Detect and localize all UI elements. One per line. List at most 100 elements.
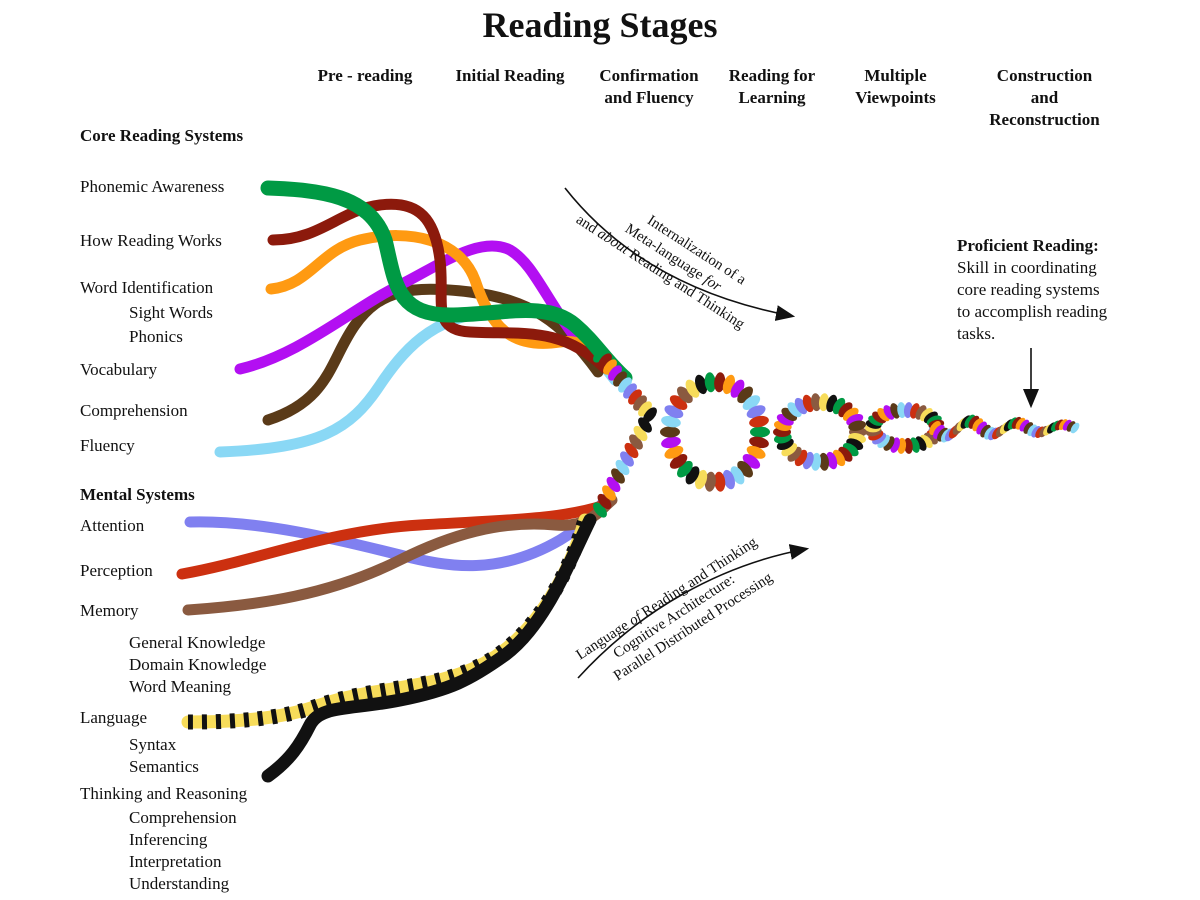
rope-segment <box>923 411 938 424</box>
rope-segment <box>661 436 681 449</box>
rope-segment <box>923 432 938 445</box>
rope-segment <box>722 469 735 490</box>
mental-systems-heading: Mental Systems <box>80 485 195 504</box>
sublabel-phonics: Phonics <box>129 327 183 346</box>
rope-segment <box>603 359 617 375</box>
strand-language-stripes <box>187 517 593 730</box>
sublabel-interpretation: Interpretation <box>129 852 222 871</box>
rope-segment <box>1023 422 1034 434</box>
proficient-reading-line: Skill in coordinating <box>957 258 1097 277</box>
rope-segment <box>811 393 822 412</box>
rope-segment <box>737 386 753 404</box>
rope-segment <box>749 436 769 449</box>
rope-segment <box>611 468 625 484</box>
stage-pre-reading: Pre - reading <box>317 66 413 85</box>
sublabel-word-meaning: Word Meaning <box>129 677 232 696</box>
rope-segment <box>695 374 708 395</box>
label-thinking-reasoning: Thinking and Reasoning <box>80 784 248 803</box>
rope-segment <box>787 402 802 418</box>
rope-segment <box>1070 422 1080 434</box>
proficient-reading-line: core reading systems <box>957 280 1100 299</box>
label-vocabulary: Vocabulary <box>80 360 158 379</box>
rope-segment <box>643 407 657 423</box>
rope-segment <box>664 445 684 459</box>
rope-segment <box>838 446 853 462</box>
label-perception: Perception <box>80 561 153 580</box>
sublabel-syntax: Syntax <box>129 735 177 754</box>
proficient-reading-line: tasks. <box>957 324 996 343</box>
rope-segment <box>787 446 802 462</box>
rope-segment <box>669 454 688 469</box>
label-language: Language <box>80 708 148 727</box>
rope-segment <box>1027 424 1038 437</box>
label-fluency: Fluency <box>80 436 135 455</box>
core-systems-heading: Core Reading Systems <box>80 126 244 145</box>
rope-segment <box>848 420 867 431</box>
rope-segment <box>1019 419 1030 432</box>
rope-segment <box>598 353 612 369</box>
rope-segment <box>976 421 988 435</box>
rope-segment <box>897 402 907 419</box>
rope-segment <box>750 426 770 438</box>
lower-annotation: Language of Reading and Thinking Cogniti… <box>573 534 775 684</box>
rope-segment <box>629 434 643 450</box>
page-title: Reading Stages <box>482 5 718 45</box>
rope-segment <box>742 454 761 469</box>
rope-segment <box>661 415 681 428</box>
rope-segment <box>597 493 612 510</box>
rope-segment <box>968 415 980 429</box>
rope-segment <box>628 389 642 405</box>
rope-segment <box>737 460 753 478</box>
rope-segment <box>606 476 621 493</box>
rope-segment <box>746 405 766 419</box>
rope-segment <box>677 386 693 404</box>
rope-segment <box>781 442 798 457</box>
rope-segment <box>749 415 769 428</box>
rope-segment <box>638 401 652 417</box>
upper-arrow <box>564 187 796 321</box>
rope-segment <box>920 434 933 449</box>
rope-segment <box>781 407 798 422</box>
rope-segment <box>704 471 716 492</box>
rope-segment <box>618 377 632 393</box>
rope-segment <box>929 420 941 436</box>
rope-segment <box>602 485 616 501</box>
rope-segment <box>920 407 933 422</box>
rope-segment <box>877 407 890 422</box>
rope-segment <box>623 383 637 399</box>
sublabel-general-knowledge: General Knowledge <box>129 633 266 652</box>
strand-thinking-reasoning <box>261 513 597 783</box>
label-phonemic-awareness: Phonemic Awareness <box>80 177 225 196</box>
strand-how-reading-works <box>267 198 611 374</box>
proficient-reading-line: to accomplish reading <box>957 302 1108 321</box>
sublabel-comprehension: Comprehension <box>129 808 237 827</box>
sublabel-understanding: Understanding <box>129 874 230 893</box>
rope-segment <box>872 432 887 445</box>
rope-segment <box>933 424 945 439</box>
sublabel-semantics: Semantics <box>129 757 199 776</box>
rope-segment <box>638 417 652 433</box>
rope-segment <box>980 424 991 438</box>
label-word-identification: Word Identification <box>80 278 214 297</box>
rope-segment <box>742 395 761 410</box>
rope-segment <box>842 407 859 422</box>
rope-segment <box>633 425 648 442</box>
rope-segment <box>877 434 890 449</box>
strand-phonemic-awareness <box>260 180 633 386</box>
proficient-reading-heading: Proficient Reading: <box>957 236 1099 255</box>
sublabel-inferencing: Inferencing <box>129 830 208 849</box>
rope-segment <box>714 471 726 492</box>
rope-segment <box>903 437 913 454</box>
rope-segment <box>615 459 630 476</box>
rope-segment <box>826 451 838 470</box>
rope-segment <box>1058 419 1068 430</box>
rope-segment <box>802 394 814 413</box>
rope-segment <box>872 411 887 424</box>
rope-segment <box>633 395 647 411</box>
rope-segment <box>624 442 639 459</box>
